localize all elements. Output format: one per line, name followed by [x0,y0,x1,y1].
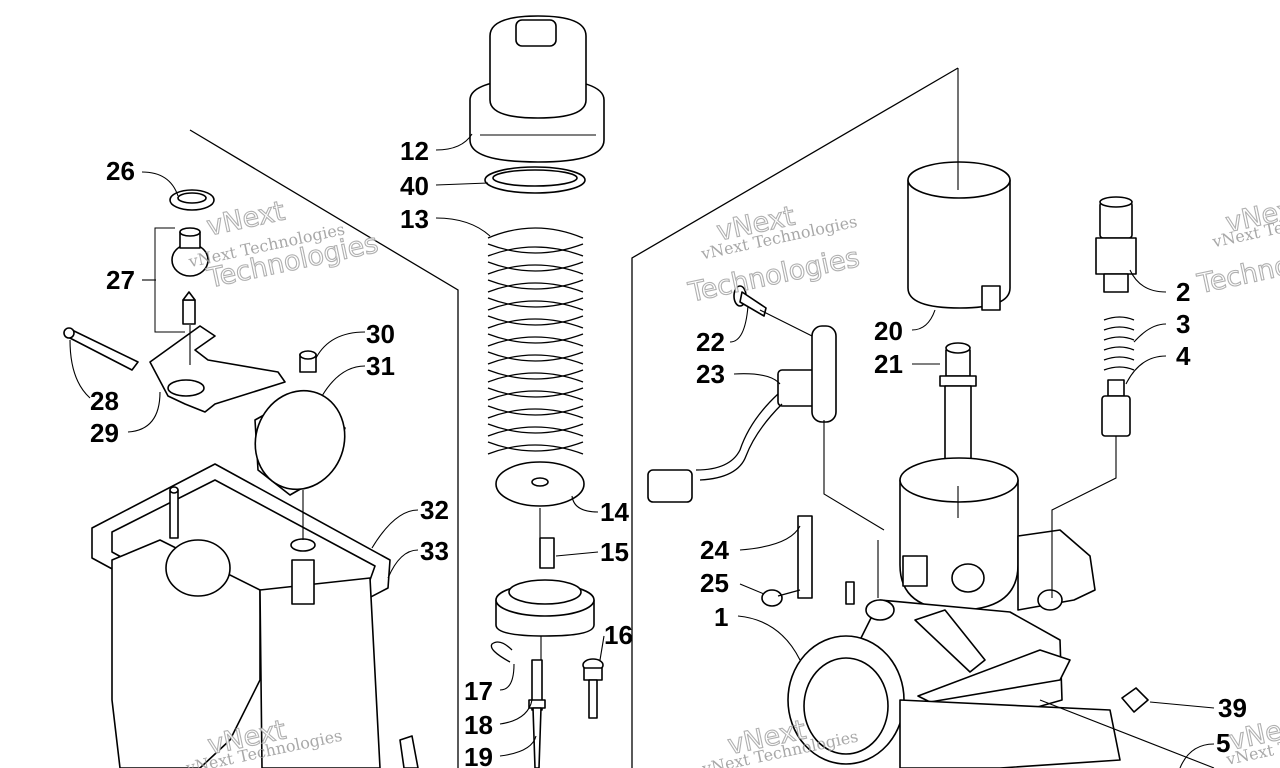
part-13-slide-spring [487,227,584,455]
watermark-2: vNext vNext Technologies Technologies [685,200,863,309]
part-30-float-pin-cap [299,350,317,373]
callout-3: 3 [1176,309,1190,339]
callout-16: 16 [604,620,633,650]
callout-18: 18 [464,710,493,740]
part-25-screw [761,589,801,607]
part-2-fitting [1095,196,1137,293]
part-20-throttle-slide [907,161,1011,311]
callout-1: 1 [714,602,728,632]
callout-29: 29 [90,418,119,448]
part-23-sensor [647,325,837,503]
part-27-float-valve [171,227,209,325]
part-12-top-cap [469,15,605,163]
callout-23: 23 [696,359,725,389]
callout-26: 26 [106,156,135,186]
callout-33: 33 [420,536,449,566]
part-21-jet-holder [939,342,977,472]
part-26-o-ring [169,189,215,211]
callout-labels: 26 27 28 29 30 31 32 33 12 40 13 14 15 1… [90,136,1247,768]
callout-17: 17 [464,676,493,706]
part-18-19-jet-needle [528,659,546,768]
callout-25: 25 [700,568,729,598]
callout-40: 40 [400,171,429,201]
callout-20: 20 [874,316,903,346]
callout-22: 22 [696,327,725,357]
part-28-float-pin [63,327,139,371]
part-1-carburetor-body [787,457,1121,768]
section-frame-lines [189,67,959,768]
callout-30: 30 [366,319,395,349]
callout-13: 13 [400,204,429,234]
callout-27: 27 [106,265,135,295]
part-16-screw [582,658,604,719]
callout-24: 24 [700,535,729,565]
watermark-3: vNext vNext Technologies Technologies [1194,192,1280,301]
part-33-float-bowl [111,486,419,768]
part-3-spring [1103,316,1135,371]
part-24-bracket [797,515,813,599]
leader-lines [69,68,1215,768]
callout-31: 31 [366,351,395,381]
callout-19: 19 [464,742,493,768]
callout-21: 21 [874,349,903,379]
part-17-clip [490,641,513,663]
part-40-cap-o-ring [484,166,586,194]
part-14-spring-seat [495,461,585,507]
part-15-needle-retainer [495,537,595,637]
callout-4: 4 [1176,341,1191,371]
callout-2: 2 [1176,277,1190,307]
part-31-float [254,389,346,496]
part-4-plunger [1101,379,1131,437]
part-39-pin [1121,687,1149,713]
callout-14: 14 [600,497,629,527]
callout-5: 5 [1216,728,1230,758]
callout-15: 15 [600,537,629,567]
callout-28: 28 [90,386,119,416]
part-29-float-arm [149,325,286,413]
part-22-screw [733,285,767,317]
callout-39: 39 [1218,693,1247,723]
callout-12: 12 [400,136,429,166]
callout-32: 32 [420,495,449,525]
